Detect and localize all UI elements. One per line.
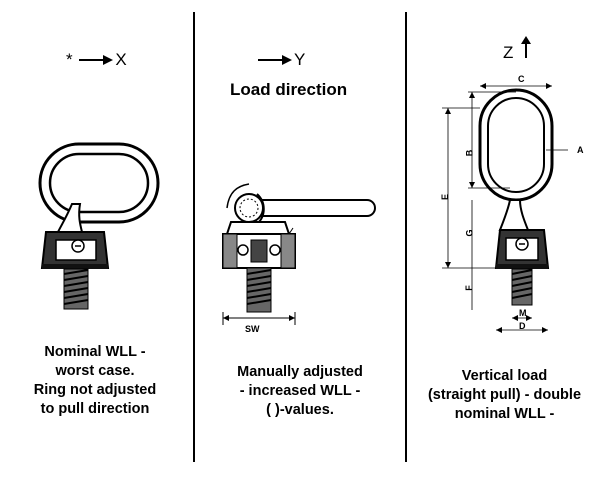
caption-line: to pull direction — [40, 401, 150, 417]
caption-line: Manually adjusted — [237, 364, 363, 380]
direction-z-axis: Z — [503, 43, 514, 62]
caption-line: ( )-values. — [266, 402, 334, 418]
caption-line: Vertical load — [461, 368, 548, 384]
caption-line: worst case. — [55, 363, 135, 379]
caption-z: Vertical load (straight pull) - double n… — [412, 367, 597, 424]
dimension-e: E — [440, 193, 451, 201]
dimension-d: D — [519, 321, 526, 331]
dimension-f: F — [463, 285, 474, 291]
arrow-right-icon — [79, 51, 114, 71]
caption-line: (straight pull) - double — [427, 387, 582, 403]
dimension-m: M — [519, 308, 527, 318]
swivel-head — [225, 221, 291, 235]
ring-bar — [249, 199, 376, 217]
caption-line: Nominal WLL - — [44, 344, 146, 360]
dimension-sw: SW — [245, 324, 260, 334]
direction-y-axis: Y — [294, 50, 306, 69]
dimension-b: B — [464, 149, 475, 157]
arrow-right-icon — [258, 51, 292, 71]
swivel-eyebolt-horizontal-figure — [38, 142, 160, 310]
direction-x-axis: X — [115, 50, 127, 69]
ring-neck — [498, 199, 530, 231]
divider-right — [405, 12, 407, 462]
caption-line: nominal WLL - — [454, 406, 555, 422]
direction-x-prefix: * — [66, 50, 73, 69]
caption-x: Nominal WLL - worst case. Ring not adjus… — [20, 343, 170, 419]
dimension-c: C — [518, 74, 525, 84]
dimension-a: A — [577, 145, 584, 155]
direction-z-label: Z — [503, 36, 532, 63]
caption-line: - increased WLL - — [239, 383, 361, 399]
load-direction-heading: Load direction — [230, 80, 348, 99]
swivel-eyebolt-vertical-figure — [442, 83, 568, 333]
divider-left — [193, 12, 195, 462]
caption-line: Ring not adjusted — [33, 382, 157, 398]
arrow-up-icon — [520, 36, 532, 63]
swivel-eyebolt-side-figure — [222, 183, 376, 325]
dimension-g: G — [464, 229, 475, 237]
caption-y: Manually adjusted - increased WLL - ( )-… — [210, 363, 390, 420]
direction-x-label: * X — [66, 50, 127, 71]
direction-y-label: Y — [258, 50, 305, 71]
